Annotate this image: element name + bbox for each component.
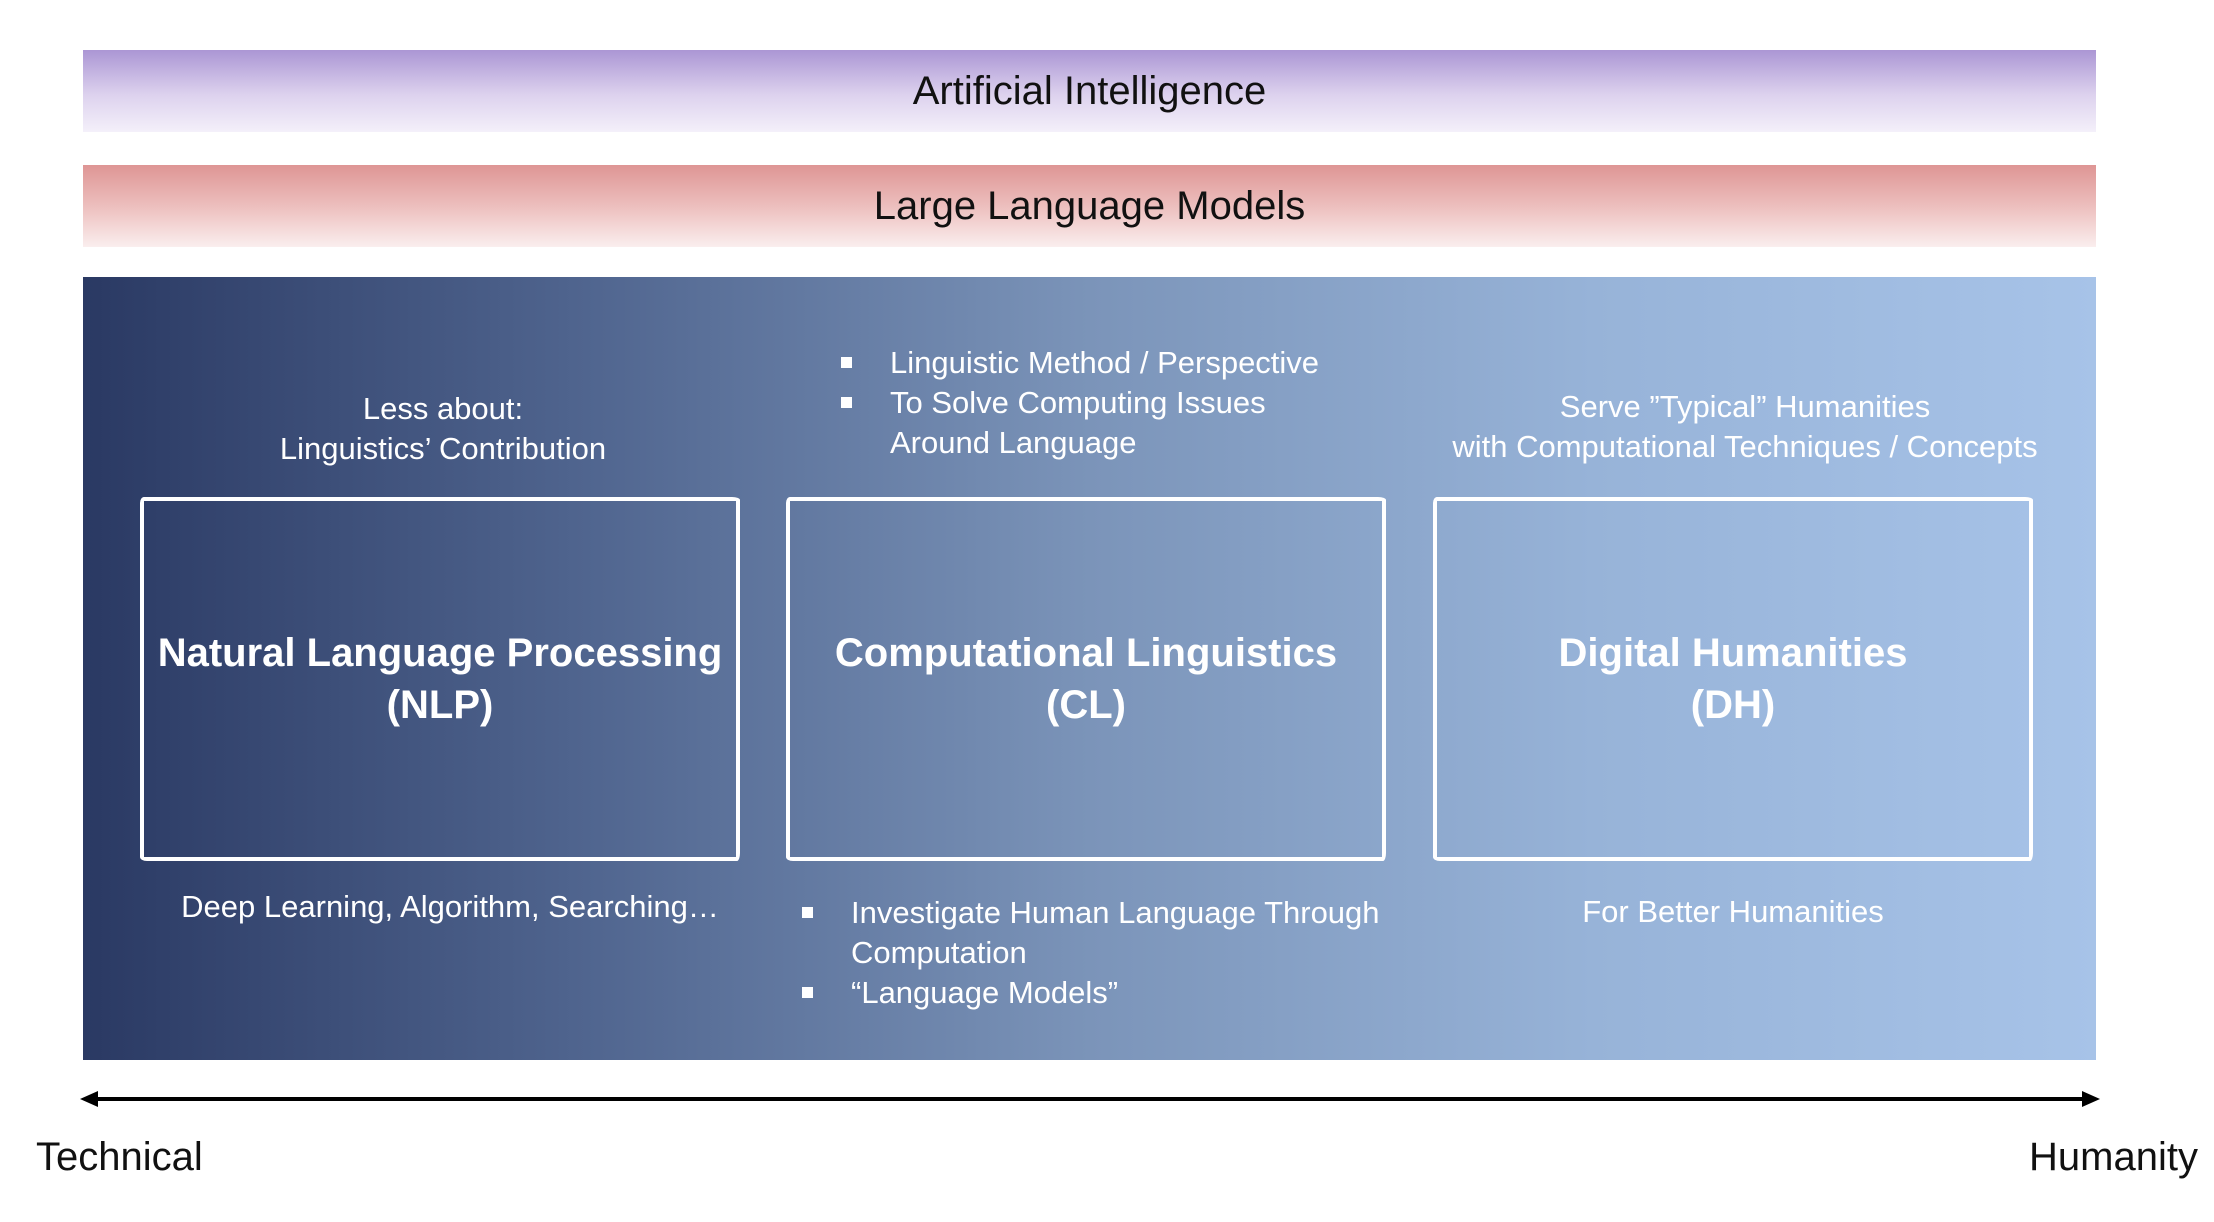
cl-above-bullet: Linguistic Method / Perspective <box>838 343 1319 383</box>
cl-box-title: Computational Linguistics <box>834 631 1338 675</box>
cl-below-bullet: “Language Models” <box>799 973 1380 1013</box>
dh-box-title: Digital Humanities <box>1558 631 1908 675</box>
bullet-square-icon <box>802 907 813 918</box>
bullet-square-icon <box>841 397 852 408</box>
cl-box-abbr: (CL) <box>1046 683 1126 727</box>
dh-below-line: For Better Humanities <box>1582 894 1884 929</box>
llm-layer-label: Large Language Models <box>873 183 1306 228</box>
cl-above-bullet-line: Linguistic Method / Perspective <box>890 345 1320 380</box>
axis-right-label: Humanity <box>2029 1135 2198 1179</box>
cl-box: Computational Linguistics (CL) <box>786 497 1386 861</box>
nlp-box-abbr: (NLP) <box>386 683 494 727</box>
nlp-box: Natural Language Processing (NLP) <box>140 497 740 861</box>
dh-above-line: with Computational Techniques / Concepts <box>1452 429 2038 464</box>
llm-layer-band: Large Language Models <box>83 165 2096 247</box>
axis-right-arrowhead-icon <box>2082 1091 2100 1107</box>
cl-below-bullet-line: Computation <box>851 935 1027 970</box>
dh-box: Digital Humanities (DH) <box>1433 497 2033 861</box>
cl-above-bullet: To Solve Computing Issues Around Languag… <box>838 383 1319 463</box>
cl-below-bullet-line: Investigate Human Language Through <box>851 895 1380 930</box>
cl-above-bullet-line: Around Language <box>890 425 1137 460</box>
spectrum-axis-arrow <box>80 1091 2100 1107</box>
nlp-below-note: Deep Learning, Algorithm, Searching… <box>150 887 750 927</box>
nlp-below-line: Deep Learning, Algorithm, Searching… <box>181 889 719 924</box>
nlp-above-note: Less about: Linguistics’ Contribution <box>223 389 663 469</box>
axis-left-arrowhead-icon <box>80 1091 98 1107</box>
bullet-square-icon <box>802 987 813 998</box>
cl-above-bullets: Linguistic Method / Perspective To Solve… <box>838 343 1319 463</box>
ai-layer-label: Artificial Intelligence <box>912 68 1267 113</box>
nlp-above-line: Linguistics’ Contribution <box>279 431 607 466</box>
dh-above-line: Serve ”Typical” Humanities <box>1559 389 1931 424</box>
bullet-square-icon <box>841 357 852 368</box>
dh-below-note: For Better Humanities <box>1433 892 2033 932</box>
axis-left-label: Technical <box>36 1135 203 1179</box>
dh-box-abbr: (DH) <box>1690 683 1776 727</box>
nlp-box-title: Natural Language Processing <box>157 631 723 675</box>
fields-panel <box>83 277 2096 1060</box>
dh-above-note: Serve ”Typical” Humanities with Computat… <box>1395 387 2095 467</box>
nlp-above-line: Less about: <box>362 391 524 426</box>
ai-layer-band: Artificial Intelligence <box>83 50 2096 132</box>
cl-above-bullet-line: To Solve Computing Issues <box>890 385 1266 420</box>
cl-below-bullet: Investigate Human Language Through Compu… <box>799 893 1380 973</box>
cl-below-bullet-line: “Language Models” <box>851 975 1119 1010</box>
cl-below-bullets: Investigate Human Language Through Compu… <box>799 893 1380 1013</box>
